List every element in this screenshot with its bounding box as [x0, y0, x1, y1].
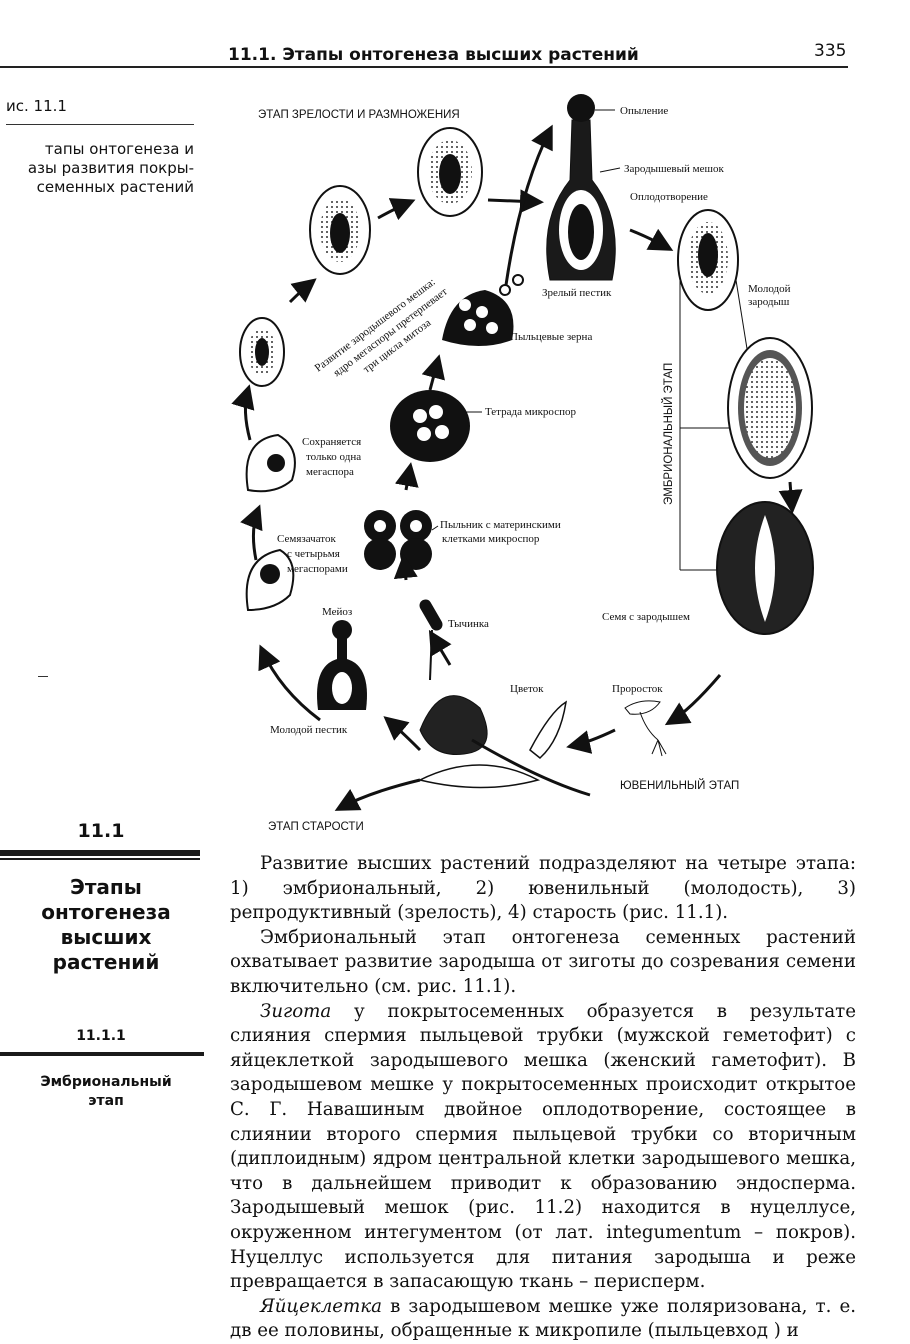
label-flower: Цветок: [510, 683, 544, 695]
label-microspore-tetrad: Тетрада микроспор: [485, 406, 576, 418]
stage-aging-label: ЭТАП СТАРОСТИ: [268, 821, 364, 833]
page-number: 335: [814, 41, 847, 61]
label-meiosis: Мейоз: [322, 606, 352, 618]
ovule-four-megaspores: [245, 548, 295, 612]
body-text: Развитие высших растений подразделяют на…: [230, 852, 856, 1344]
section-title-line-3: высших: [60, 925, 152, 949]
label-ovule-line-2: с четырьмя: [287, 548, 340, 560]
caption-line-3: семенных растений: [36, 178, 194, 196]
label-one-megaspore-3: мегаспора: [306, 466, 354, 478]
sprout: [624, 700, 667, 757]
label-anther-line-1: Пыльник с материнскими: [440, 519, 561, 531]
pointer-lines: [431, 109, 621, 531]
label-ovule-line-1: Семязачаток: [277, 533, 336, 545]
paragraph-2: Эмбриональный этап онтогенеза семенных р…: [230, 926, 856, 997]
section-title-line-1: Этапы: [70, 875, 142, 899]
caption-rule: [6, 124, 194, 125]
section-number: 11.1: [77, 820, 125, 842]
label-pollination: Опыление: [620, 105, 668, 117]
label-young-embryo-2: зародыш: [748, 296, 790, 308]
developing-seed: [727, 337, 813, 479]
label-embryo-sac: Зародышевый мешок: [624, 163, 724, 175]
mature-pistil: [546, 94, 616, 281]
seed-with-embryo: [716, 501, 814, 635]
label-sprout: Проросток: [612, 683, 663, 695]
label-mature-pistil: Зрелый пестик: [542, 287, 612, 299]
figure-caption: тапы онтогенеза и азы развития покры- се…: [6, 140, 194, 197]
label-seed-with-embryo: Семя с зародышем: [602, 611, 690, 623]
microspore-tetrad: [390, 390, 470, 462]
header-rule: [0, 66, 848, 68]
label-pollen-grains: Пыльцевые зерна: [510, 331, 592, 343]
caption-line-2: азы развития покры-: [27, 159, 194, 177]
ovule-sac-3: [417, 127, 483, 217]
cycle-arrows: [231, 124, 803, 811]
pollen-grains: [442, 274, 524, 346]
subsection-number: 11.1.1: [76, 1028, 126, 1044]
label-sac-development-2: ядро мегаспоры претерпевает: [331, 286, 450, 380]
paragraph-3: Зигота у покрытосеменных образуется в ре…: [230, 1000, 856, 1295]
subsection-rule: [0, 1052, 204, 1056]
term-egg-cell: Яйцеклетка: [260, 1295, 383, 1317]
stage-mature-label: ЭТАП ЗРЕЛОСТИ И РАЗМНОЖЕНИЯ: [258, 109, 460, 121]
label-one-megaspore-1: Сохраняется: [302, 436, 361, 448]
subsection-title: Эмбриональный этап: [0, 1073, 212, 1111]
label-fertilization: Оплодотворение: [630, 191, 708, 203]
figure-caption-label: ис. 11.1: [6, 97, 67, 115]
subsection-title-line-2: этап: [88, 1093, 124, 1109]
anther: [364, 510, 432, 570]
ontogenesis-diagram: ЭТАП ЗРЕЛОСТИ И РАЗМНОЖЕНИЯ ЮВЕНИЛЬНЫЙ Э…: [231, 94, 814, 833]
young-pistil: [317, 620, 367, 710]
label-ovule-line-3: мегаспорами: [287, 563, 348, 575]
paragraph-1: Развитие высших растений подразделяют на…: [230, 853, 856, 924]
label-young-pistil: Молодой пестик: [270, 724, 348, 736]
section-rule: [0, 850, 200, 856]
label-one-megaspore-2: только одна: [306, 451, 361, 463]
section-title: Этапы онтогенеза высших растений: [0, 875, 212, 975]
stamen: [419, 599, 443, 681]
label-young-embryo-1: Молодой: [748, 283, 791, 295]
stage-juvenile-label: ЮВЕНИЛЬНЫЙ ЭТАП: [620, 779, 739, 792]
ovule-young-embryo: [677, 209, 739, 311]
paragraph-4: Яйцеклетка в зародышевом мешке уже поляр…: [230, 1295, 856, 1344]
stage-embryonic-label: ЭМБРИОНАЛЬНЫЙ ЭТАП: [662, 363, 675, 505]
ovule-sac-1: [239, 317, 285, 387]
running-header-title: 11.1. Этапы онтогенеза высших растений: [228, 45, 639, 65]
label-stamen: Тычинка: [448, 618, 489, 630]
section-title-line-2: онтогенеза: [41, 900, 171, 924]
ovule-one-megaspore: [245, 433, 296, 493]
section-rule-thin: [0, 858, 200, 860]
caption-line-1: тапы онтогенеза и: [44, 140, 194, 158]
section-title-line-4: растений: [52, 950, 160, 974]
ovule-sac-2: [309, 185, 371, 275]
flower-branch: [417, 695, 591, 797]
subsection-title-line-1: Эмбриональный: [40, 1074, 172, 1090]
margin-dash: [38, 676, 48, 677]
term-zygote: Зигота: [260, 1000, 332, 1022]
label-anther-line-2: клетками микроспор: [442, 533, 540, 545]
paragraph-3-text: у покрытосеменных образуется в результат…: [230, 1000, 856, 1293]
